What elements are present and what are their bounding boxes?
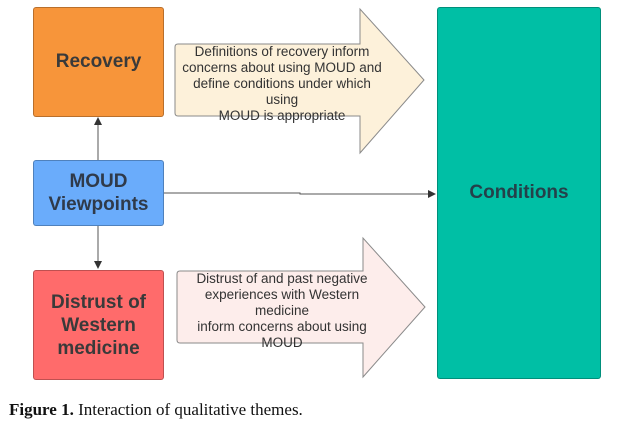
top-arrow-line: define conditions under which using [193,76,371,107]
top-block-arrow [174,7,425,155]
top-arrow-line: MOUD is appropriate [218,108,346,123]
distrust-label-line3: medicine [57,337,140,359]
moud-viewpoints-node: MOUD Viewpoints [33,160,164,226]
moud-label-line2: Viewpoints [48,194,149,215]
bottom-arrow-line: experiences with Western medicine [204,287,360,318]
conditions-node: Conditions [437,7,601,379]
moud-label-line1: MOUD [69,171,128,192]
caption-text: Interaction of qualitative themes. [73,400,303,419]
distrust-label-line2: Western [61,314,136,336]
distrust-label-line1: Distrust of [51,291,146,313]
bottom-block-arrow [176,236,426,379]
figure-caption: Figure 1. Interaction of qualitative the… [9,400,303,420]
bottom-arrow-text: Distrust of and past negative experience… [176,271,388,351]
top-arrow-line: Definitions of recovery inform [194,44,370,59]
caption-label: Figure 1. [9,400,74,419]
recovery-node: Recovery [33,7,164,117]
top-arrow-text: Definitions of recovery inform concerns … [176,44,388,124]
edge-moud-to-conditions [164,190,436,198]
conditions-label: Conditions [469,182,569,203]
bottom-arrow-line: MOUD [261,335,303,350]
top-arrow-line: concerns about using MOUD and [182,60,382,75]
bottom-arrow-line: inform concerns about using [197,319,367,334]
recovery-label: Recovery [55,51,142,72]
bottom-arrow-line: Distrust of and past negative [196,271,368,286]
distrust-node: Distrust of Western medicine [33,270,164,380]
